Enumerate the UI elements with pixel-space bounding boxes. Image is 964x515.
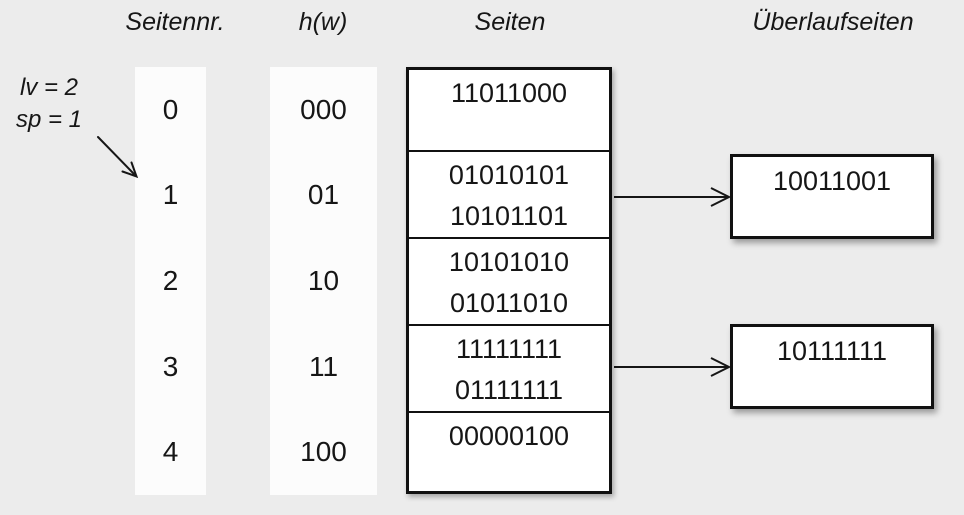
- page-cell-2: 10101010 01011010: [409, 237, 609, 324]
- annotation-sp: sp = 1: [15, 106, 83, 133]
- state-annotation: lv = 2 sp = 1: [6, 72, 92, 136]
- pages-box: 11011000 01010101 10101101 10101010 0101…: [406, 67, 612, 494]
- hash-value-cell: 000: [300, 93, 347, 125]
- overflow-box-row3: 10111111: [730, 324, 934, 409]
- page-entry: 10101010: [448, 247, 570, 277]
- page-number-cell: 1: [162, 179, 179, 211]
- page-cell-3: 11111111 01111111: [409, 324, 609, 411]
- page-number-cell: 0: [162, 93, 179, 125]
- overflow-box-row1: 10011001: [730, 154, 934, 239]
- page-cell-4: 00000100: [409, 411, 609, 491]
- page-number-cell: 3: [162, 350, 179, 382]
- annotation-arrow-icon: [97, 136, 139, 179]
- page-entry: 01011010: [449, 288, 569, 318]
- header-pages: Seiten: [474, 8, 546, 36]
- page-entry: 00000100: [448, 421, 570, 451]
- page-entry: 11111111: [455, 334, 563, 364]
- page-entry: 01111111: [454, 375, 564, 405]
- header-overflow-pages: Überlaufseiten: [752, 8, 914, 36]
- header-hash-function: h(w): [298, 8, 348, 36]
- hash-value-column: 000 01 10 11 100: [270, 67, 377, 495]
- arrow-right-icon-row1: [614, 187, 732, 207]
- overflow-value: 10011001: [772, 166, 892, 196]
- overflow-value: 10111111: [776, 336, 888, 366]
- header-page-number: Seitennr.: [125, 8, 225, 36]
- hash-value-cell: 100: [300, 436, 347, 468]
- hash-value-cell: 01: [307, 179, 340, 211]
- page-number-column: 0 1 2 3 4: [135, 67, 206, 495]
- hash-value-cell: 11: [308, 350, 339, 382]
- arrow-right-icon-row3: [614, 357, 732, 377]
- page-entry: 10101101: [449, 201, 569, 231]
- page-cell-1: 01010101 10101101: [409, 150, 609, 237]
- page-entry: 11011000: [450, 78, 568, 108]
- page-cell-0: 11011000: [409, 70, 609, 150]
- hash-value-cell: 10: [307, 264, 340, 296]
- annotation-lv: lv = 2: [19, 74, 79, 101]
- page-entry: 01010101: [448, 160, 570, 190]
- page-number-cell: 4: [162, 436, 179, 468]
- page-number-cell: 2: [162, 264, 179, 296]
